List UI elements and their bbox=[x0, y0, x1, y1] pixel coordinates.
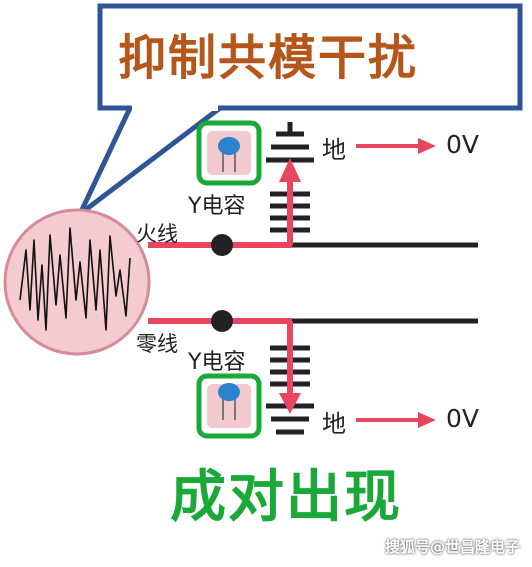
ground-symbol-icon bbox=[266, 122, 314, 163]
bottom-current-arrowhead bbox=[279, 393, 301, 414]
noise-waveform-icon bbox=[19, 227, 131, 331]
y-cap-top-label: Y电容 bbox=[188, 194, 246, 219]
y-cap-bottom-label: Y电容 bbox=[188, 350, 246, 375]
ceramic-capacitor-icon bbox=[196, 120, 262, 186]
voltage-top-label: 0V bbox=[446, 130, 480, 159]
neutral-wire-label: 零线 bbox=[136, 332, 178, 356]
ceramic-capacitor-icon bbox=[196, 373, 262, 439]
watermark: 搜狐号@世昌隆电子 bbox=[384, 538, 520, 556]
live-wire-label: 火线 bbox=[136, 222, 178, 246]
callout-seam bbox=[132, 103, 218, 111]
top-current-arrowhead bbox=[279, 158, 301, 182]
bottom-caption: 成对出现 bbox=[170, 465, 402, 530]
callout-box bbox=[97, 3, 523, 111]
diagram-title: 抑制共模干扰 bbox=[118, 30, 419, 86]
voltage-bottom-label: 0V bbox=[446, 404, 480, 433]
bottom-ground-arrowhead bbox=[418, 412, 436, 428]
top-ground-arrowhead bbox=[418, 138, 436, 154]
ground-top-label: 地 bbox=[322, 136, 346, 164]
live-node bbox=[211, 234, 233, 256]
noise-circle bbox=[3, 208, 151, 356]
neutral-node bbox=[211, 310, 233, 332]
ground-bottom-label: 地 bbox=[322, 410, 346, 438]
